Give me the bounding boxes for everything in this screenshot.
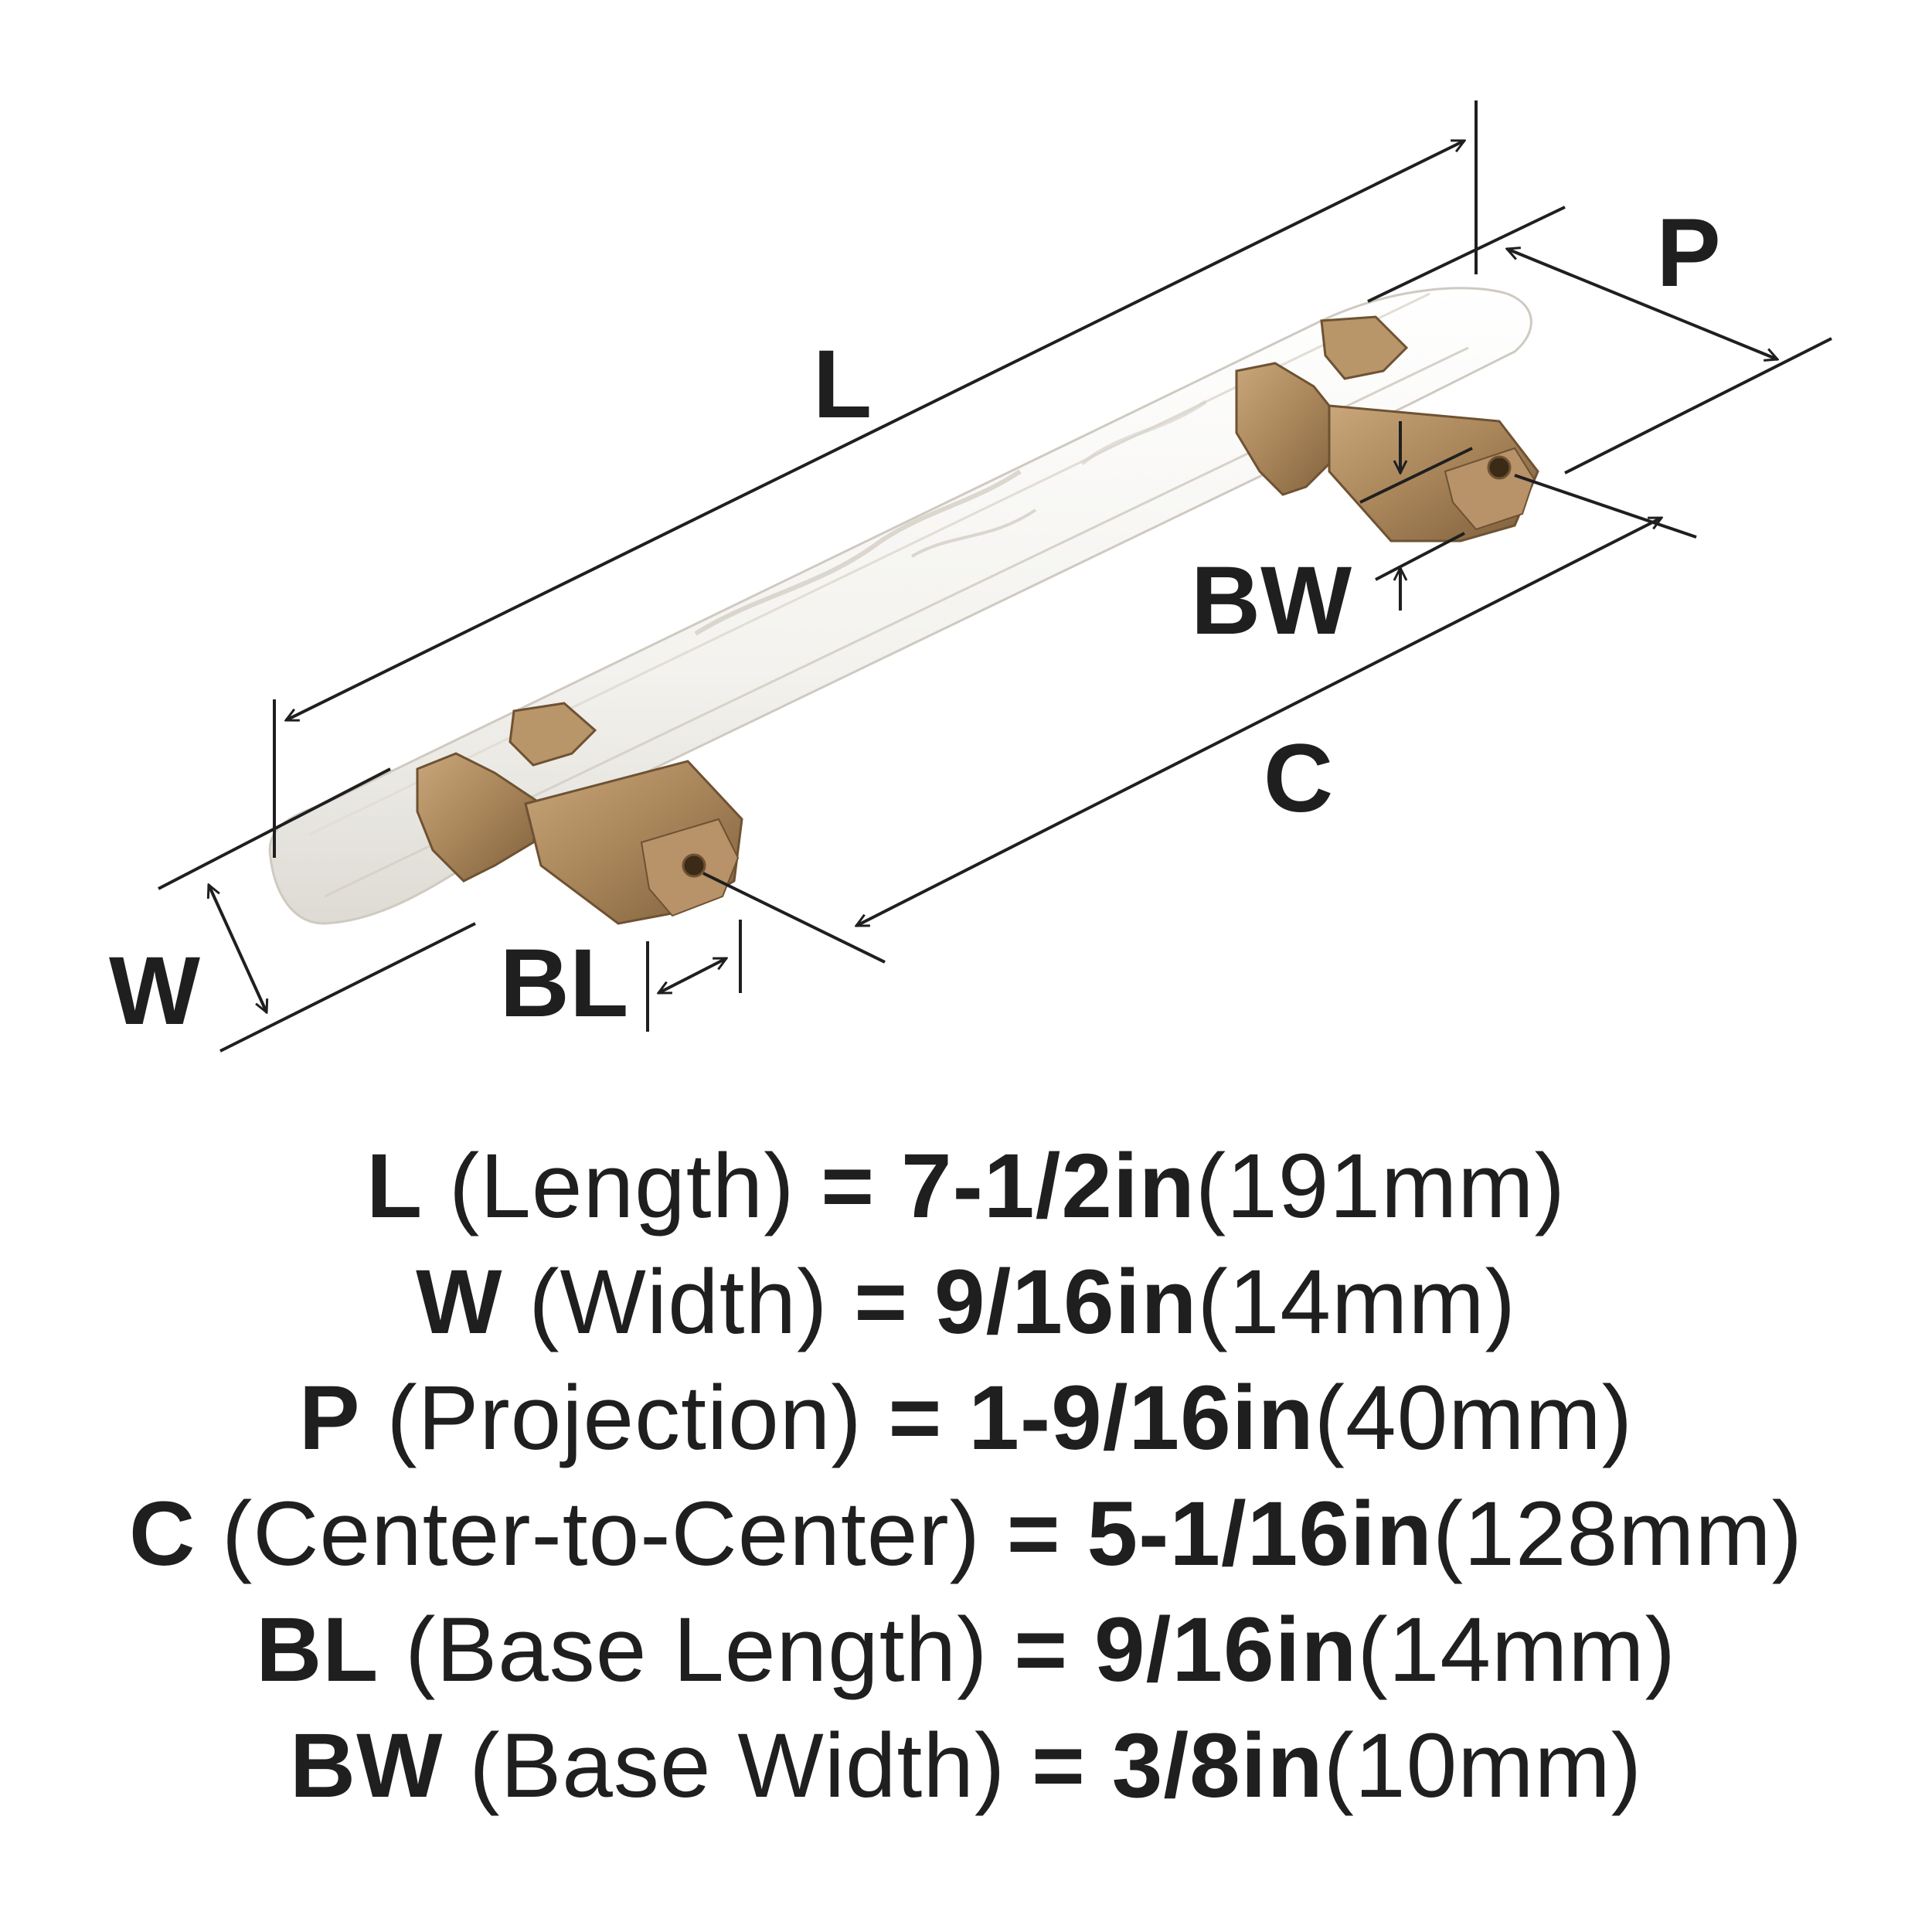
dimension-lines [158,100,1832,1053]
spec-abbr: BL [256,1599,379,1701]
w-dimension-arrow [209,885,267,1012]
spec-abbr: L [366,1135,423,1237]
spec-label: (Width) [529,1251,828,1353]
spec-equals: = [888,1367,943,1469]
spec-equals: = [1032,1715,1086,1817]
c-dimension-arrow [856,516,1662,927]
w-extension-bottom [219,922,476,1053]
dim-letter-bw: BW [1191,547,1352,655]
w-extension-top [158,767,391,890]
spec-label: (Center-to-Center) [222,1483,981,1585]
spec-inch-value: 9/16in [1094,1599,1358,1701]
spec-row-length: L (Length) = 7-1/2in(191mm) [0,1128,1932,1244]
spec-label: (Length) [448,1135,795,1237]
spec-abbr: P [298,1367,361,1469]
spec-equals: = [1014,1599,1069,1701]
spec-abbr: W [416,1251,503,1353]
spec-mm-value: (191mm) [1195,1135,1566,1237]
spec-row-center-to-center: C (Center-to-Center) = 5-1/16in(128mm) [0,1476,1932,1592]
bw-extension-bottom [1375,532,1465,581]
spec-mm-value: (40mm) [1314,1367,1634,1469]
spec-mm-value: (128mm) [1432,1483,1803,1585]
p-extension-bottom [1564,337,1832,474]
dim-letter-c: C [1264,725,1333,832]
spec-row-width: W (Width) = 9/16in(14mm) [0,1244,1932,1360]
p-dimension-arrow [1507,249,1777,359]
spec-inch-value: 3/8in [1111,1715,1324,1817]
right-screw-hole [1487,455,1512,480]
spec-mm-value: (10mm) [1323,1715,1643,1817]
dim-letter-l: L [813,331,872,438]
c-extension-left [702,872,886,964]
spec-label: (Base Length) [405,1599,988,1701]
dim-letter-bl: BL [500,930,629,1037]
dim-letter-w: W [109,937,200,1045]
spec-inch-value: 1-9/16in [968,1367,1315,1469]
bl-dimension-arrow [658,957,726,995]
left-screw-hole [682,853,706,878]
spec-row-base-length: BL (Base Length) = 9/16in(14mm) [0,1592,1932,1708]
handle-dimension-diagram: L P C W BL BW [109,100,1832,1053]
spec-inch-value: 5-1/16in [1087,1483,1433,1585]
spec-mm-value: (14mm) [1357,1599,1676,1701]
spec-abbr: BW [289,1715,444,1817]
spec-equals: = [1006,1483,1061,1585]
dim-letter-p: P [1656,199,1720,307]
spec-abbr: C [129,1483,196,1585]
l-dimension-arrow [286,139,1464,722]
spec-label: (Base Width) [469,1715,1006,1817]
bw-extension-top [1359,447,1473,504]
dimension-spec-list: L (Length) = 7-1/2in(191mm) W (Width) = … [0,1128,1932,1824]
c-extension-right [1514,474,1697,539]
left-collar [416,752,543,883]
spec-label: (Projection) [386,1367,862,1469]
spec-mm-value: (14mm) [1197,1251,1516,1353]
p-extension-top [1367,206,1566,303]
spec-row-base-width: BW (Base Width) = 3/8in(10mm) [0,1708,1932,1824]
spec-equals: = [821,1135,876,1237]
spec-inch-value: 9/16in [934,1251,1198,1353]
spec-equals: = [854,1251,909,1353]
spec-inch-value: 7-1/2in [901,1135,1196,1237]
spec-row-projection: P (Projection) = 1-9/16in(40mm) [0,1360,1932,1476]
